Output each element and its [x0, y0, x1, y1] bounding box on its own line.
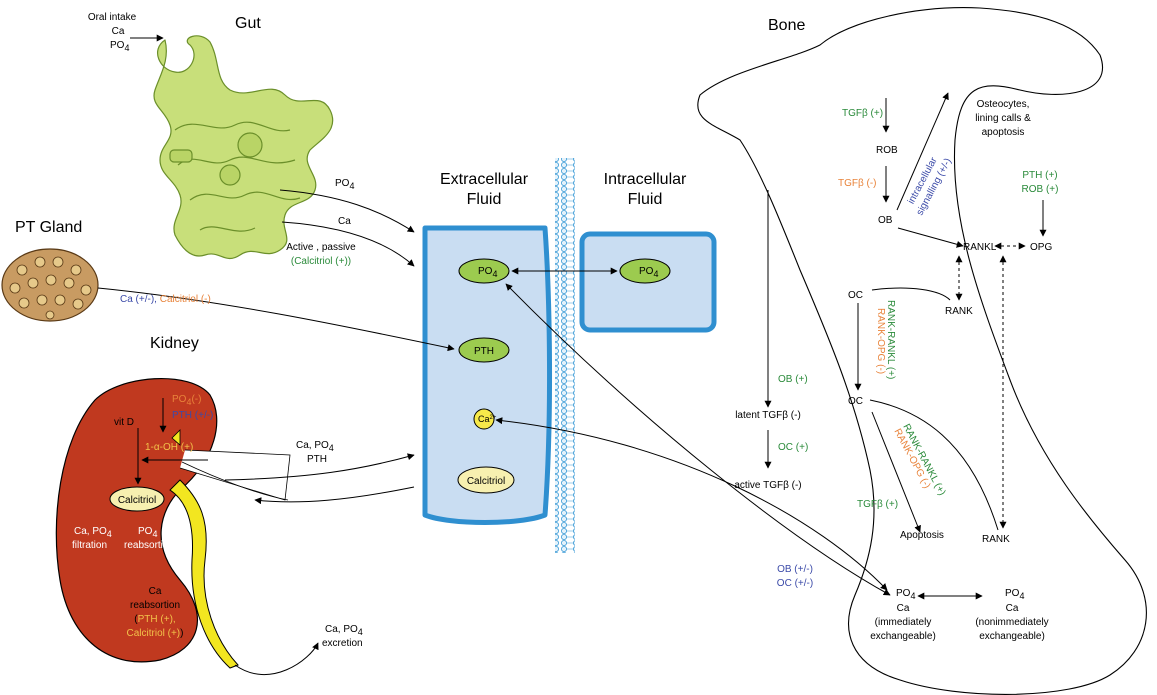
bone-nonexch-po4: PO4	[1005, 588, 1024, 601]
bone-ob-plus: OB (+)	[778, 374, 808, 385]
oc-rank-bottom-line	[869, 399, 999, 531]
kidney-filtration-line2: filtration	[72, 540, 107, 551]
icf-po4-label: PO4	[639, 266, 658, 279]
bone-exch-ca: Ca	[897, 603, 910, 614]
bone-nonexch-1: (nonimmediately	[975, 617, 1048, 628]
kidney-reabs-line2: reabsortion	[124, 540, 174, 551]
kidney-to-ecf-arrow	[224, 453, 415, 481]
bone-osteocytes-1: Osteocytes,	[977, 99, 1030, 110]
ecf-pth-label: PTH	[474, 346, 494, 357]
ptg-pth-arrow	[97, 287, 455, 352]
bone-nonexch-ca: Ca	[1006, 603, 1019, 614]
gut-ca-label: Ca	[338, 216, 351, 227]
bone-active-tgfb: active TGFβ (-)	[734, 480, 801, 491]
bone-rankl: RANKL	[963, 242, 997, 253]
ecf-calcitriol-label: Calcitriol	[467, 476, 505, 487]
ob-rankl-arrow	[897, 227, 964, 248]
bone-exch-1: (immediately	[875, 617, 932, 628]
oral-po4-label: PO4	[110, 40, 129, 53]
bone-ob: OB	[878, 215, 893, 226]
ecf-po4-bone-arrow	[505, 283, 891, 596]
bone-oc-plus: OC (+)	[778, 442, 808, 453]
gut-intestine	[153, 35, 334, 260]
bone-osteocytes-2: lining calls &	[975, 113, 1031, 124]
kidney-ca-reabs-1: Ca	[149, 586, 162, 597]
ecf-po4-node	[458, 258, 510, 284]
kidney-po4-minus-label: PO4(-)	[172, 394, 201, 407]
oc-apoptosis-arrow	[871, 411, 921, 533]
kidney-ca-reabs-4: Calcitriol (+))	[127, 628, 184, 639]
bone-oc-top: OC	[848, 290, 863, 301]
icf-title-line2: Fluid	[628, 191, 663, 208]
bone-rob-plus: ROB (+)	[1022, 184, 1059, 195]
ecf-po4-label: PO4	[478, 266, 497, 279]
icf-title-line1: Intracellular	[604, 171, 687, 188]
bone-outline	[697, 7, 1147, 695]
bone-rank-rankl-1: RANK-RANKL (+)	[885, 300, 896, 379]
bone-exch-2: exchangeable)	[870, 631, 936, 642]
gut-po4-arrow	[279, 189, 415, 233]
bone-tgfb-plus-top: TGFβ (+)	[842, 108, 883, 119]
ecf-title-line2: Fluid	[467, 191, 502, 208]
kidney-calcitriol-label: Calcitriol	[118, 495, 156, 506]
gut-active-label: Active , passive	[286, 242, 356, 253]
gut-title: Gut	[235, 15, 261, 32]
kidney-exchange-line2: PTH	[307, 454, 327, 465]
bone-tgfb-plus-low: TGFβ (+)	[857, 499, 898, 510]
bone-opg: OPG	[1030, 242, 1052, 253]
pt-gland-title: PT Gland	[15, 219, 82, 236]
gut-po4-label: PO4	[335, 178, 354, 191]
bone-ob-pm: OB (+/-)	[777, 564, 813, 575]
kidney-vitd-label: vit D	[114, 417, 134, 428]
bone-pth-plus: PTH (+)	[1022, 170, 1057, 181]
bone-oc-mid: OC	[848, 396, 863, 407]
bone-exch-po4: PO4	[896, 588, 915, 601]
ecf-title-line1: Extracellular	[440, 171, 529, 188]
bone-osteocytes-3: apoptosis	[982, 127, 1025, 138]
excretion-line1: Ca, PO4	[325, 624, 363, 637]
bone-rank-opg-1: RANK-OPG (-)	[875, 308, 886, 374]
ecf-to-kidney-arrow	[254, 486, 415, 505]
bone-rob: ROB	[876, 145, 898, 156]
bone-rank-top: RANK	[945, 306, 973, 317]
kidney	[55, 378, 291, 669]
gut-calcitriol-label: (Calcitriol (+))	[291, 256, 351, 267]
ob-osteocytes-arrow	[896, 92, 949, 211]
kidney-reabs-line1: PO4	[138, 526, 157, 539]
bone-oc-pm: OC (+/-)	[777, 578, 813, 589]
kidney-title: Kidney	[150, 335, 199, 352]
kidney-exchange-line1: Ca, PO4	[296, 440, 334, 453]
oc-rank-line	[871, 287, 951, 301]
bone-rank-bottom: RANK	[982, 534, 1010, 545]
kidney-calcitriol-node	[109, 486, 165, 512]
bone-tgfb-minus: TGFβ (-)	[838, 178, 877, 189]
gut-ca-arrow	[281, 221, 415, 267]
oral-intake-label: Oral intake	[88, 12, 137, 23]
ecf-ca-bone-arrow	[495, 417, 888, 591]
ptg-arrow-label: Ca (+/-), Calcitriol (-)	[120, 294, 211, 305]
excretion-arrow	[234, 642, 319, 676]
pt-gland	[1, 248, 99, 322]
kidney-ca-reabs-2: reabsortion	[130, 600, 180, 611]
excretion-line2: excretion	[322, 638, 363, 649]
kidney-pth-label: PTH (+/-)	[172, 410, 213, 421]
kidney-one-alpha-label: 1-α-OH (+)	[145, 442, 193, 453]
bone-nonexch-2: exchangeable)	[979, 631, 1045, 642]
ecf-ca-label: Ca2+	[478, 414, 497, 424]
membrane	[555, 158, 575, 553]
oral-ca-label: Ca	[112, 26, 125, 37]
ecf-ca-node	[473, 408, 495, 430]
kidney-filtration-line1: Ca, PO4	[74, 526, 112, 539]
icf-po4-node	[619, 258, 671, 284]
kidney-ca-reabs-3: (PTH (+),	[134, 614, 175, 625]
bone-latent-tgfb: latent TGFβ (-)	[735, 410, 801, 421]
bone-apoptosis: Apoptosis	[900, 530, 944, 541]
bone-title: Bone	[768, 17, 805, 34]
